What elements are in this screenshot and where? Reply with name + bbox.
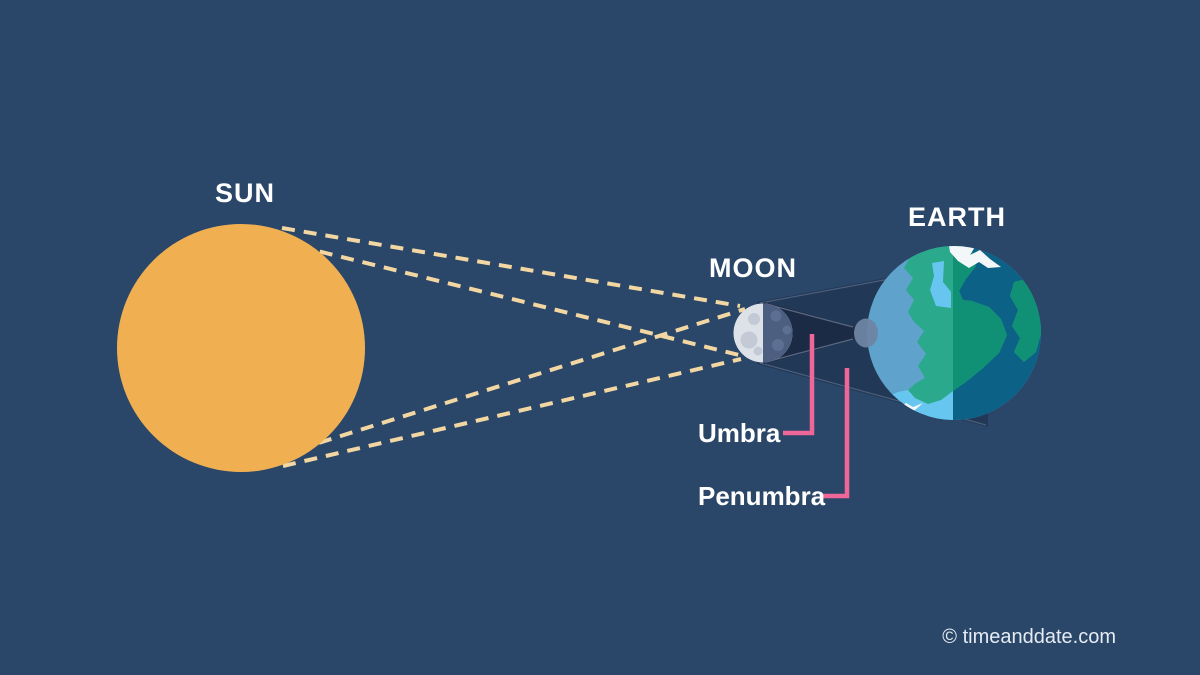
sun-label: SUN bbox=[215, 178, 275, 208]
earth-sea-inland bbox=[930, 261, 951, 308]
moon-crater bbox=[740, 331, 758, 349]
ray-internal-bottom bbox=[276, 307, 746, 458]
umbra-tip-spot bbox=[854, 318, 878, 348]
sun-circle bbox=[117, 224, 365, 472]
ray-internal-top bbox=[276, 239, 748, 359]
moon-crater bbox=[772, 339, 784, 351]
penumbra-label: Penumbra bbox=[698, 481, 826, 511]
moon-crater bbox=[770, 310, 782, 322]
ray-external-bottom bbox=[282, 357, 742, 468]
moon-crater bbox=[753, 346, 763, 356]
attribution-text: © timeanddate.com bbox=[942, 626, 1116, 648]
moon-craters-lit bbox=[740, 313, 763, 356]
earth-ice-cap bbox=[948, 246, 1001, 268]
moon-crater bbox=[782, 325, 792, 335]
umbra-edge-bottom bbox=[765, 338, 854, 363]
umbra-edge-top bbox=[765, 303, 854, 328]
ray-external-top bbox=[281, 226, 741, 308]
umbra-cone-edges bbox=[765, 303, 854, 363]
umbra-pointer-line bbox=[783, 334, 815, 436]
umbra-cone bbox=[764, 302, 861, 364]
penumbra-pointer-line bbox=[823, 368, 850, 499]
shadow-pointer-lines bbox=[783, 334, 850, 499]
moon-label: MOON bbox=[709, 253, 797, 283]
moon-crater bbox=[748, 313, 760, 325]
earth-label: EARTH bbox=[908, 202, 1006, 232]
umbra-label: Umbra bbox=[698, 418, 781, 448]
sun-ray-lines bbox=[276, 226, 748, 468]
